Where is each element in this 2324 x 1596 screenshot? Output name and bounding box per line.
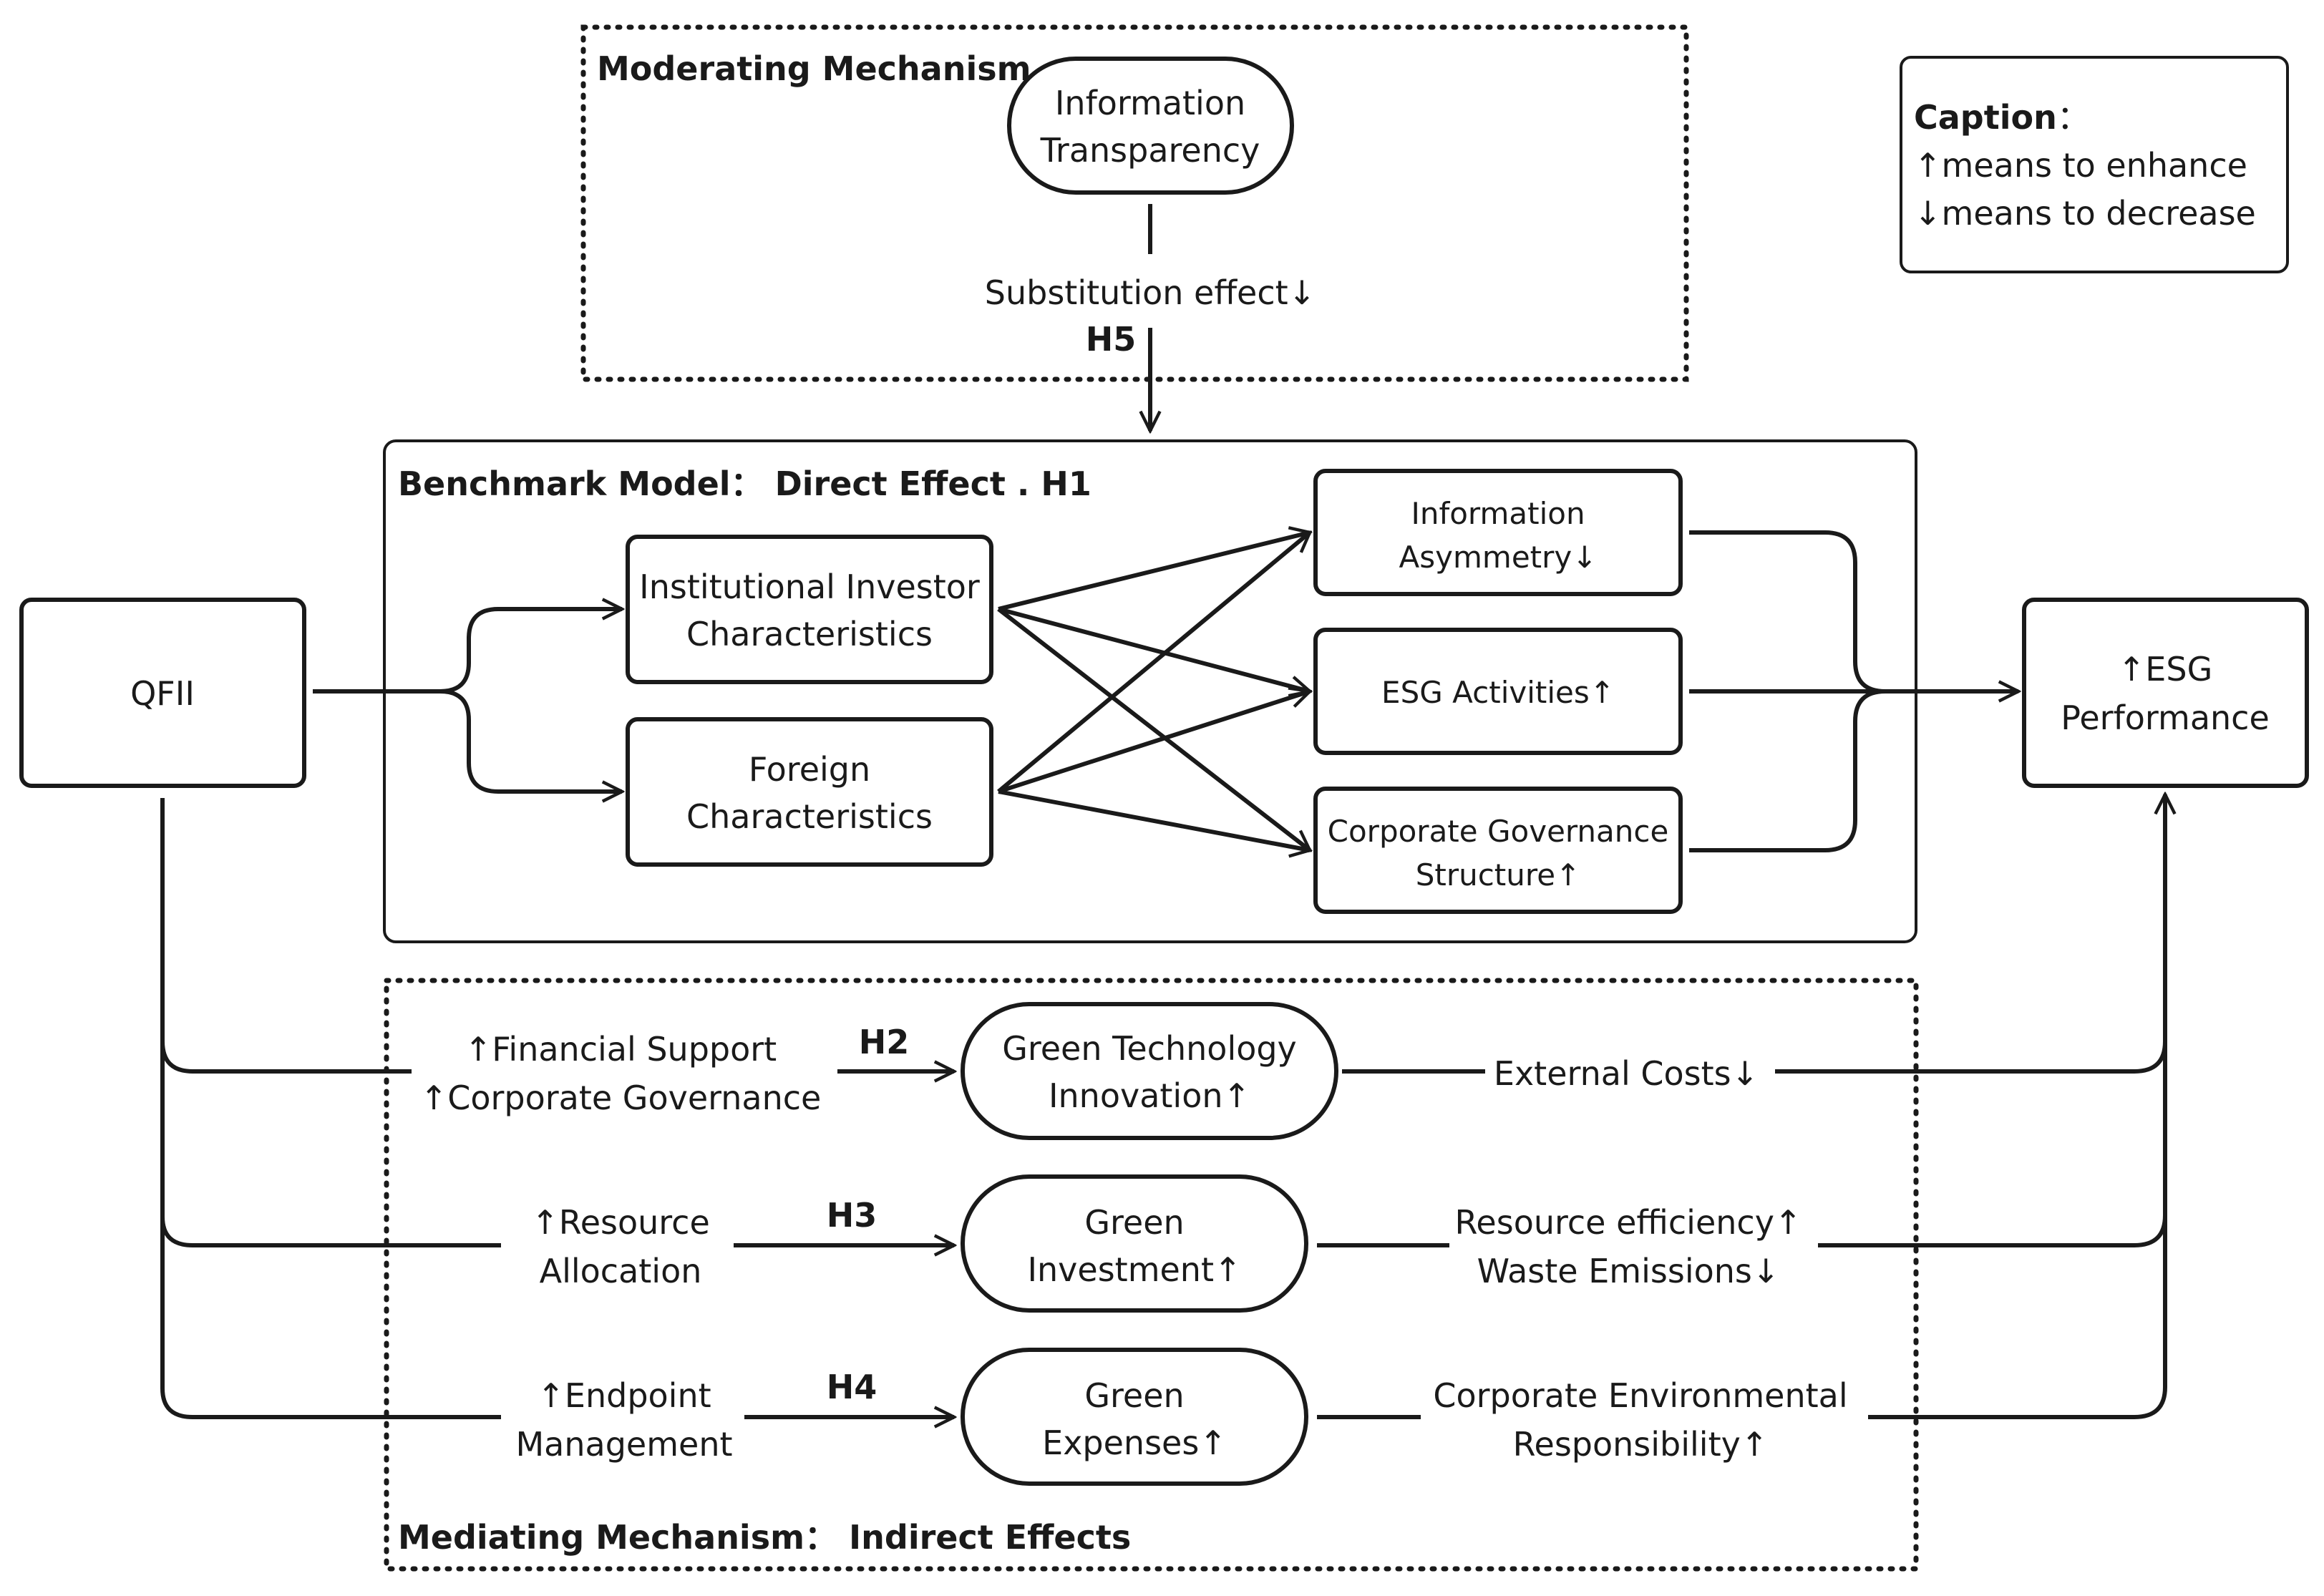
corporate-governance-label: Structure↑ [1416, 857, 1581, 892]
arrow-foreign-to-esg-activities [998, 691, 1310, 794]
information-transparency-node [1007, 57, 1294, 195]
h4-cause-label: ↑Endpoint [537, 1376, 711, 1415]
h2-label: H2 [859, 1023, 910, 1061]
h3-cause-label: Allocation [540, 1252, 702, 1290]
moderating-mechanism-section: Moderating Mechanism Information Transpa… [580, 24, 1689, 431]
institutional-investor-box [626, 535, 993, 684]
benchmark-merge-brace [1689, 530, 1886, 852]
h2-outcome-label: External Costs↓ [1494, 1054, 1759, 1093]
esg-activities-label: ESG Activities↑ [1381, 675, 1615, 710]
caption-title: Caption： [1914, 98, 2090, 137]
h3-cause-label: ↑Resource [531, 1203, 710, 1242]
caption-frame [1900, 56, 2289, 273]
foreign-characteristics-label: Foreign [749, 750, 870, 789]
mediating-mechanism-section: Mediating Mechanism： Indirect Effects ↑F… [160, 794, 2167, 1572]
caption-decrease: ↓means to decrease [1914, 194, 2256, 233]
substitution-effect-label: Substitution effect↓ [985, 273, 1316, 312]
arrow-foreign-to-governance [998, 789, 1310, 850]
arrow-institutional-to-governance [997, 607, 1310, 850]
benchmark-frame [383, 439, 1917, 943]
h3-outcome-label: Waste Emissions↓ [1477, 1252, 1780, 1290]
green-expenses-label: Green [1084, 1376, 1184, 1415]
green-technology-innovation-label: Innovation↑ [1049, 1076, 1250, 1115]
mediating-path-h2: ↑Financial Support ↑Corporate Governance… [420, 1002, 1759, 1140]
h4-cause-label: Management [515, 1425, 732, 1464]
arrow-foreign-to-info-asymmetry [997, 532, 1310, 794]
qfii-label: QFII [130, 674, 195, 713]
caption-enhance: ↑means to enhance [1914, 146, 2247, 185]
arrow-institutional-to-esg-activities [998, 607, 1310, 691]
qfii-mediating-bus [160, 798, 501, 1419]
mediating-path-h3: ↑Resource Allocation H3 Green Investment… [531, 1174, 1802, 1313]
qfii-split-brace [313, 607, 616, 794]
institutional-investor-label: Characteristics [686, 615, 933, 653]
h2-cause-label: ↑Financial Support [465, 1030, 777, 1069]
green-technology-innovation-label: Green Technology [1002, 1029, 1297, 1068]
information-transparency-label: Transparency [1040, 131, 1260, 170]
mediating-dotted-frame [384, 978, 1919, 1572]
mediating-title: Mediating Mechanism： Indirect Effects [398, 1518, 1131, 1557]
green-investment-label: Investment↑ [1027, 1250, 1241, 1289]
corporate-governance-label: Corporate Governance [1328, 814, 1669, 849]
esg-performance-box [2022, 598, 2309, 788]
moderating-dotted-frame [580, 24, 1689, 382]
h5-label: H5 [1086, 320, 1137, 359]
h4-outcome-label: Responsibility↑ [1513, 1425, 1769, 1464]
esg-performance-label: Performance [2061, 699, 2270, 737]
esg-performance-label: ↑ESG [2118, 650, 2212, 688]
esg-activities-box [1313, 628, 1683, 755]
h4-label: H4 [827, 1368, 877, 1406]
corporate-governance-box [1313, 787, 1683, 914]
arrow-institutional-to-info-asymmetry [998, 532, 1310, 611]
h3-outcome-label: Resource efficiency↑ [1455, 1203, 1802, 1242]
information-transparency-label: Information [1055, 84, 1245, 122]
moderating-title: Moderating Mechanism [597, 49, 1031, 88]
caption-title-word: Caption [1914, 98, 2057, 137]
information-asymmetry-box [1313, 469, 1683, 596]
caption-box: Caption： ↑means to enhance ↓means to dec… [1900, 56, 2289, 273]
foreign-characteristics-box [626, 717, 993, 867]
mediating-path-h4: ↑Endpoint Management H4 Green Expenses↑ … [515, 1348, 1848, 1486]
benchmark-model-section: Benchmark Model： Direct Effect . H1 Inst… [383, 439, 2018, 943]
h2-cause-label: ↑Corporate Governance [420, 1079, 822, 1117]
foreign-characteristics-label: Characteristics [686, 797, 933, 836]
h3-label: H3 [827, 1196, 877, 1235]
caption-colon: ： [2057, 98, 2090, 137]
benchmark-title: Benchmark Model： Direct Effect . H1 [398, 464, 1091, 503]
information-asymmetry-label: Asymmetry↓ [1399, 540, 1598, 575]
green-expenses-node [961, 1348, 1308, 1486]
green-investment-label: Green [1084, 1203, 1184, 1242]
green-expenses-label: Expenses↑ [1042, 1424, 1227, 1462]
green-technology-innovation-node [961, 1002, 1338, 1140]
institutional-investor-label: Institutional Investor [639, 568, 980, 606]
esg-mediating-bus [1775, 867, 2167, 1419]
qfii-box [19, 598, 306, 788]
h4-outcome-label: Corporate Environmental [1433, 1376, 1847, 1415]
green-investment-node [961, 1174, 1308, 1313]
information-asymmetry-label: Information [1411, 496, 1585, 531]
